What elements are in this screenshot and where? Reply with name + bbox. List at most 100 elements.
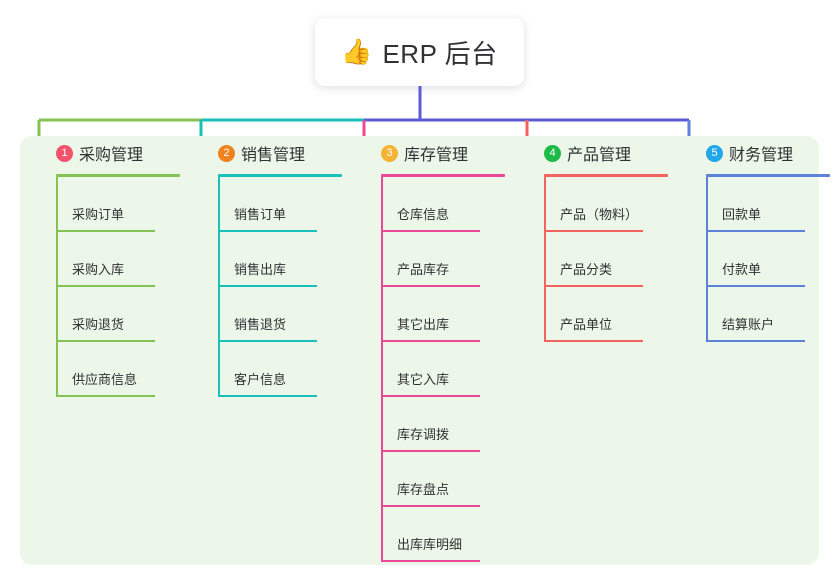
item-spine [381,287,383,342]
item-label: 供应商信息 [72,372,138,387]
item-spine [706,232,708,287]
branch-item[interactable]: 结算账户 [706,287,839,342]
branch-item[interactable]: 采购订单 [56,177,198,232]
item-spine [381,232,383,287]
item-spine [544,232,546,287]
branch-item[interactable]: 付款单 [706,232,839,287]
branch-underline [544,174,668,177]
item-underline [218,230,317,232]
branches-panel [20,136,819,565]
item-underline [706,230,805,232]
item-spine [56,177,58,232]
item-underline [706,340,805,342]
page-title: ERP 后台 [382,38,498,69]
item-label: 仓库信息 [397,207,450,222]
branch-item[interactable]: 产品分类 [544,232,686,287]
branch-underline [56,174,180,177]
item-underline [381,505,480,507]
branch-item[interactable]: 销售退货 [218,287,360,342]
item-label: 其它出库 [397,317,450,332]
branch-item-list: 产品（物料） 产品分类产品单位 [544,177,686,342]
branch-item-list: 仓库信息产品库存其它出库其它入库库存调拨库存盘点出库库明细 [381,177,523,562]
branch-item[interactable]: 其它入库 [381,342,523,397]
item-underline [706,285,805,287]
item-underline [544,230,643,232]
branch-item[interactable]: 采购退货 [56,287,198,342]
branch-item[interactable]: 产品（物料） [544,177,686,232]
branch-item[interactable]: 回款单 [706,177,839,232]
branch-title: 库存管理 [404,147,469,164]
item-spine [218,232,220,287]
item-spine [56,342,58,397]
item-label: 结算账户 [722,317,775,332]
branch-item[interactable]: 其它出库 [381,287,523,342]
branch-item[interactable]: 销售订单 [218,177,360,232]
branch-item[interactable]: 出库库明细 [381,507,523,562]
branch-item-list: 回款单付款单结算账户 [706,177,839,342]
item-spine [56,287,58,342]
item-spine [218,177,220,232]
root-node-content: 👍 ERP 后台 [341,34,497,71]
item-label: 产品（物料） [560,207,639,222]
item-underline [381,340,480,342]
item-underline [381,450,480,452]
item-underline [381,230,480,232]
item-label: 产品库存 [397,262,450,277]
branch-underline [218,174,342,177]
branch-item-list: 采购订单采购入库采购退货供应商信息 [56,177,198,397]
branch-item[interactable]: 销售出库 [218,232,360,287]
thumbs-up-icon: 👍 [341,37,373,66]
item-label: 付款单 [722,262,762,277]
item-label: 库存盘点 [397,482,450,497]
item-spine [218,342,220,397]
branch-underline [706,174,830,177]
item-spine [381,452,383,507]
item-spine [706,287,708,342]
item-label: 其它入库 [397,372,450,387]
root-node-card[interactable]: 👍 ERP 后台 [315,18,524,86]
branch-column-4: 4 产品管理产品（物料） 产品分类产品单位 [526,136,686,342]
branch-item[interactable]: 库存调拨 [381,397,523,452]
branch-item[interactable]: 采购入库 [56,232,198,287]
branch-item[interactable]: 客户信息 [218,342,360,397]
item-underline [381,285,480,287]
branch-number-badge: 5 [706,144,723,162]
branch-number-badge: 4 [544,144,561,162]
item-underline [56,230,155,232]
item-underline [56,340,155,342]
item-label: 产品分类 [560,262,613,277]
branch-header[interactable]: 4 产品管理 [526,136,686,170]
branch-item[interactable]: 产品单位 [544,287,686,342]
branch-title: 采购管理 [79,147,144,164]
item-spine [381,507,383,562]
item-label: 回款单 [722,207,762,222]
branch-item[interactable]: 供应商信息 [56,342,198,397]
item-label: 销售订单 [234,207,287,222]
item-spine [381,397,383,452]
branch-item[interactable]: 库存盘点 [381,452,523,507]
item-underline [544,340,643,342]
branch-item[interactable]: 仓库信息 [381,177,523,232]
item-label: 客户信息 [234,372,287,387]
item-label: 产品单位 [560,317,613,332]
branch-title: 产品管理 [567,147,632,164]
item-underline [218,395,317,397]
item-underline [218,340,317,342]
branch-title: 销售管理 [241,147,306,164]
branch-item-list: 销售订单销售出库销售退货客户信息 [218,177,360,397]
item-underline [218,285,317,287]
item-label: 销售出库 [234,262,287,277]
item-spine [381,177,383,232]
item-label: 销售退货 [234,317,287,332]
branch-item[interactable]: 产品库存 [381,232,523,287]
item-underline [381,560,480,562]
